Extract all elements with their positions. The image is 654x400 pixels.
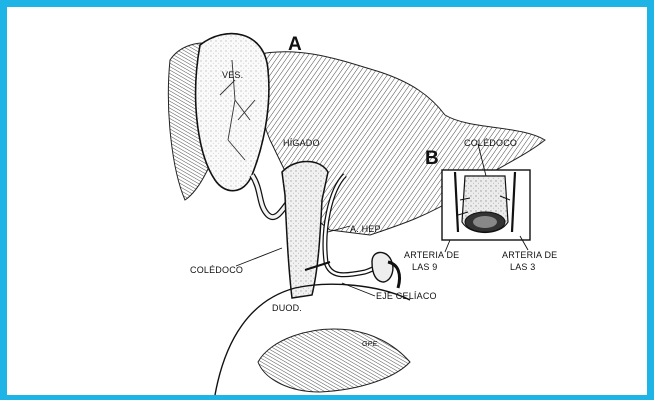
bile-duct-a [282, 162, 328, 299]
pancreas-shape [258, 329, 410, 392]
label-ves: VES. [222, 70, 243, 80]
artist-signature: GPE. [362, 341, 380, 348]
label-arteria-9-line1: ARTERIA DE [404, 250, 459, 260]
label-arteria-3-line1: ARTERIA DE [502, 250, 557, 260]
label-a-hep: A. HEP. [350, 224, 382, 234]
inset-b [442, 170, 530, 240]
panel-b-label: B [425, 148, 439, 169]
label-arteria-3-line2: LAS 3 [510, 262, 536, 272]
label-duod: DUOD. [272, 303, 302, 313]
panel-a-label: A [288, 34, 302, 55]
label-coledoco-b: COLÉDOCO [464, 138, 517, 148]
label-coledoco-a: COLÉDOCO [190, 265, 243, 275]
label-arteria-9-line2: LAS 9 [412, 262, 438, 272]
label-higado: HÍGADO [283, 138, 320, 148]
label-eje-celiaco: EJE CELÍACO [376, 291, 437, 301]
